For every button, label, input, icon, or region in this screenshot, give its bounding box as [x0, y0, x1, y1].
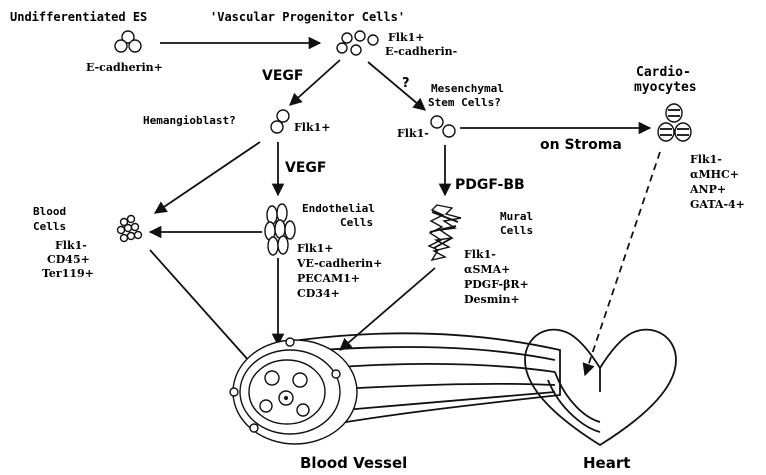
vpc-title: 'Vascular Progenitor Cells' [210, 10, 405, 24]
blood-marker: Flk1- [55, 239, 87, 252]
vpc-to-mesenchymal-arrow [368, 62, 425, 110]
blood-vessel-drawing [230, 333, 560, 444]
endothelial-marker: Flk1+ [297, 242, 333, 255]
endothelial-label-2: Cells [340, 216, 373, 229]
mural-label-2: Cells [500, 224, 533, 237]
cardiomyocyte-cells [658, 104, 691, 141]
endothelial-marker: PECAM1+ [297, 272, 360, 285]
vpc-flk1-label: Flk1+ [388, 31, 424, 44]
question-label: ? [402, 76, 410, 91]
es-cell-cluster [115, 31, 141, 52]
cardio-label-2: myocytes [634, 80, 697, 95]
endothelial-marker: VE-cadherin+ [296, 257, 382, 270]
endothelial-label-1: Endothelial [302, 202, 375, 215]
cardio-to-heart-arrow [585, 152, 660, 375]
endothelial-marker: CD34+ [297, 287, 340, 300]
vegf-label-1: VEGF [262, 68, 303, 84]
mural-label-1: Mural [500, 210, 533, 223]
mural-marker: Desmin+ [464, 293, 520, 306]
mural-markers: Flk1- αSMA+ PDGF-βR+ Desmin+ [464, 248, 529, 306]
cardio-marker: GATA-4+ [690, 198, 745, 211]
mural-marker: PDGF-βR+ [464, 278, 529, 291]
on-stroma-label: on Stroma [540, 137, 622, 153]
blood-vessel-label: Blood Vessel [300, 454, 407, 472]
heart-label: Heart [583, 454, 630, 472]
cardio-marker: αMHC+ [690, 168, 739, 181]
endothelial-markers: Flk1+ VE-cadherin+ PECAM1+ CD34+ [296, 242, 382, 300]
pdgf-label: PDGF-BB [455, 177, 525, 193]
hemangioblast-label: Hemangioblast? [143, 114, 236, 127]
blood-marker: CD45+ [47, 253, 90, 266]
mural-marker: Flk1- [464, 248, 496, 261]
vpc-cell-cluster [337, 31, 378, 55]
blood-markers: Flk1- CD45+ Ter119+ [42, 239, 94, 280]
endothelial-cell-cluster [265, 204, 295, 255]
mesenchymal-label: Mesenchymal [431, 82, 504, 95]
blood-label-2: Cells [33, 220, 66, 233]
blood-marker: Ter119+ [42, 267, 94, 280]
blood-label-1: Blood [33, 205, 66, 218]
vegf-label-2: VEGF [285, 160, 326, 176]
cardio-marker: ANP+ [689, 183, 726, 196]
blood-cell-cluster [118, 216, 142, 242]
hemangioblast-flk1-label: Flk1+ [294, 121, 330, 134]
mural-marker: αSMA+ [464, 263, 510, 276]
hemangioblast-to-blood-arrow [155, 142, 260, 213]
cardio-marker: Flk1- [690, 153, 722, 166]
mural-cell-cluster [429, 205, 461, 260]
cardio-label-1: Cardio- [636, 65, 691, 80]
ecad-plus-label: E-cadherin+ [86, 61, 163, 74]
hemangioblast-cells [271, 110, 289, 133]
stem-cells-label: Stem Cells? [428, 96, 501, 109]
undiff-es-label: Undifferentiated ES [10, 10, 147, 24]
mesenchymal-flk1-label: Flk1- [397, 127, 429, 140]
mesenchymal-cells [431, 116, 455, 137]
vpc-ecad-label: E-cadherin- [385, 45, 457, 58]
cardio-markers: Flk1- αMHC+ ANP+ GATA-4+ [689, 153, 745, 211]
